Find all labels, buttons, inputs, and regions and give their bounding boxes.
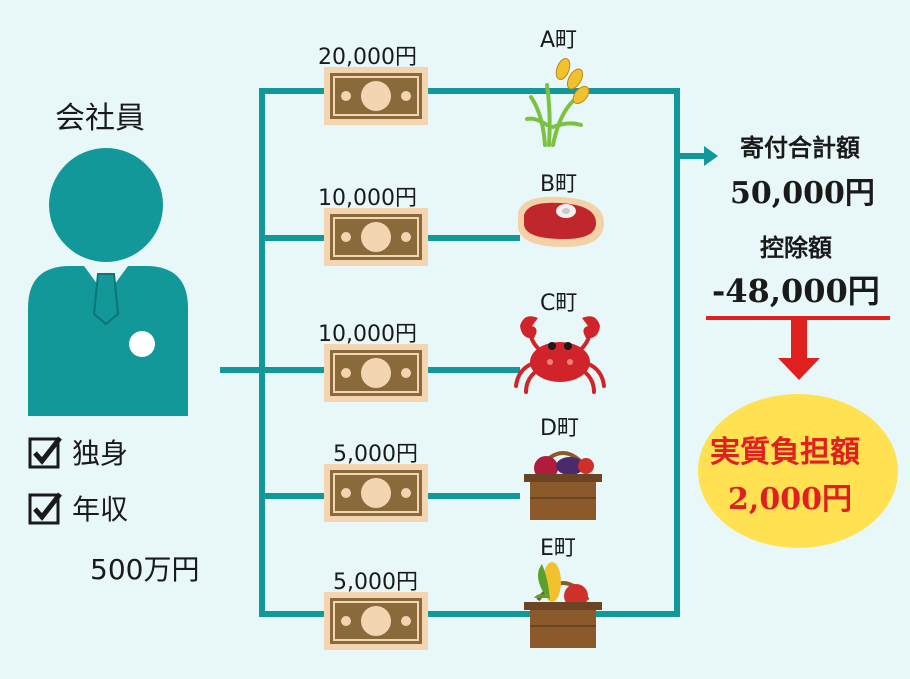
donation-amount: 5,000円 <box>333 570 418 595</box>
donation-amount: 10,000円 <box>318 186 417 211</box>
office-worker-icon <box>28 148 188 416</box>
burden-ellipse <box>698 394 898 548</box>
town-label: A町 <box>540 28 578 53</box>
donation-amount: 20,000円 <box>318 45 417 70</box>
checkbox-checked-icon <box>28 492 62 525</box>
deduction-value: -48,000円 <box>712 272 880 310</box>
total-label: 寄付合計額 <box>740 133 860 162</box>
banknote-icon <box>324 344 428 402</box>
income-value: 500万円 <box>90 553 200 586</box>
deduction-label: 控除額 <box>760 233 832 262</box>
burden-label: 実質負担額 <box>710 435 860 470</box>
rice-plant-icon <box>525 57 590 147</box>
steak-icon <box>518 196 604 247</box>
checkbox-checked-icon <box>28 436 62 469</box>
banknote-icon <box>324 67 428 125</box>
person-title: 会社員 <box>55 101 145 136</box>
banknote-icon <box>324 208 428 266</box>
check-single: 独身 <box>28 432 128 472</box>
check-label-income: 年収 <box>72 493 129 526</box>
banknote-icon <box>324 464 428 522</box>
town-label: B町 <box>540 172 578 197</box>
town-label: D町 <box>540 416 579 441</box>
down-arrow-icon <box>706 316 890 380</box>
town-label: C町 <box>540 291 578 316</box>
crab-icon <box>514 316 606 394</box>
total-value: 50,000円 <box>730 176 875 211</box>
town-label: E町 <box>540 536 576 561</box>
burden-value: 2,000円 <box>728 482 852 517</box>
check-label-single: 独身 <box>72 437 129 470</box>
banknote-icon <box>324 592 428 650</box>
donation-amount: 10,000円 <box>318 322 417 347</box>
profile-checklist: 独身 年収 <box>28 432 128 528</box>
fruit-basket-icon <box>524 451 602 520</box>
check-income: 年収 <box>28 488 128 528</box>
vegetable-basket-icon <box>524 562 602 648</box>
donation-amount: 5,000円 <box>333 442 418 467</box>
